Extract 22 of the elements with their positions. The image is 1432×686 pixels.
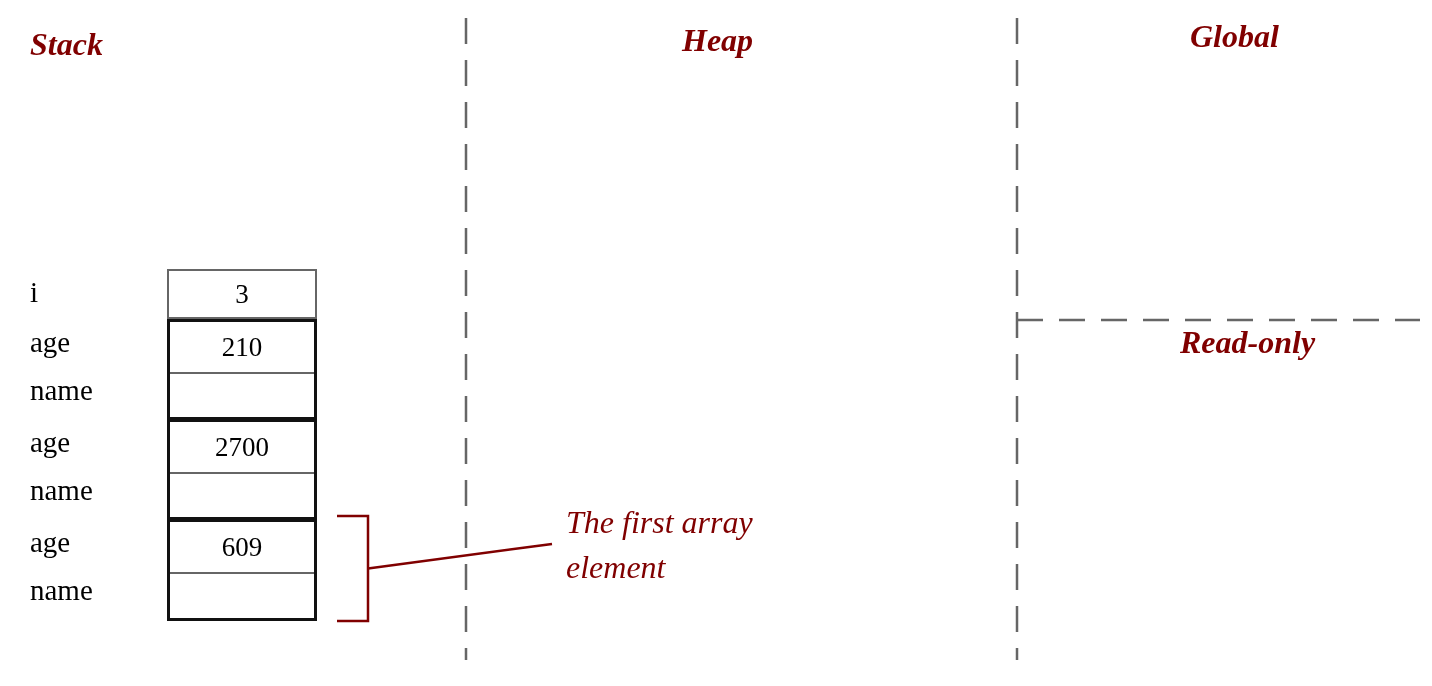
annotation-text: The first array element [566, 500, 806, 590]
region-heading: Heap [682, 22, 754, 58]
struct-box [167, 519, 317, 621]
leader-line [367, 542, 553, 570]
variable-name: name [30, 573, 93, 607]
region-heading: Read-only [1180, 324, 1316, 360]
cell-value: 609 [221, 531, 263, 563]
cell-value: 210 [221, 331, 263, 363]
struct-box [167, 419, 317, 520]
variable-name: name [30, 473, 93, 507]
variable-name: i [30, 275, 39, 309]
region-heading: Stack [30, 26, 103, 62]
region-heading: Global [1190, 18, 1279, 54]
variable-name: age [30, 325, 71, 359]
memory-cell [167, 269, 317, 319]
bracket [335, 514, 371, 623]
variable-name: age [30, 525, 71, 559]
cell-value: 3 [235, 278, 249, 310]
struct-box [167, 319, 317, 420]
variable-name: age [30, 425, 71, 459]
variable-name: name [30, 373, 93, 407]
cell-value: 2700 [215, 431, 269, 463]
